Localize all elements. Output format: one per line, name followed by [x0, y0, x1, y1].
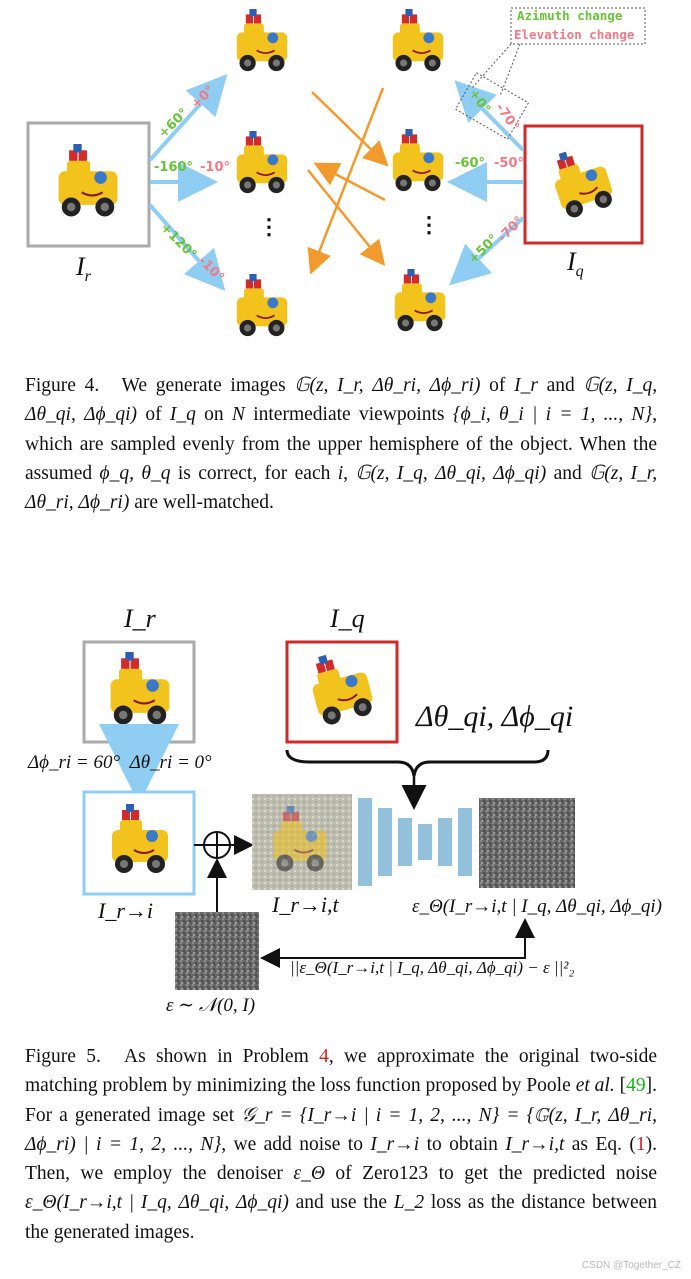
legend-azimuth: Azimuth change [517, 8, 623, 23]
f5-delta-q: Δθ_qi, Δϕ_qi [416, 700, 574, 733]
f5-rit-label: I_r→i,t [272, 892, 339, 917]
label-q-mid-el: -50° [494, 156, 524, 171]
problem-ref-link[interactable]: 4 [319, 1046, 329, 1067]
label-ref-mid-az: -160° [154, 160, 194, 175]
ref-label: Ir [76, 252, 91, 286]
gen-q-mid-image [391, 128, 445, 193]
legend-pointer-box [454, 72, 530, 140]
orange-arrow-4 [313, 162, 386, 202]
f5-query-title: I_q [330, 604, 365, 633]
gen-ref-mid-image [235, 130, 289, 195]
f5-delta-r: Δϕ_ri = 60° Δθ_ri = 0° [28, 752, 212, 773]
f5-noise-label: ε ∼ 𝒩(0, I) [166, 995, 256, 1016]
label-ref-mid-el: -10° [200, 160, 230, 175]
f5-ref-title: I_r [124, 604, 156, 633]
figure-5-caption: Figure 5. As shown in Problem 4, we appr… [25, 1046, 658, 1243]
watermark: CSDN @Together_CZ [581, 1260, 681, 1271]
gen-q-down-image [393, 268, 447, 333]
legend-box [510, 7, 646, 45]
f5-eps-out-label: ε_Θ(I_r→i,t | I_q, Δθ_qi, Δϕ_qi) [412, 896, 662, 917]
f5-ri-label: I_r→i [98, 898, 153, 923]
gen-ref-up-image [235, 8, 289, 72]
figure-4-caption: Figure 4. We generate images 𝔾(z, I_r, Δ… [25, 375, 658, 514]
orange-arrow-1 [311, 91, 389, 167]
gen-ref-down-image [235, 273, 289, 338]
citation-link[interactable]: 49 [626, 1075, 646, 1097]
legend-elevation: Elevation change [514, 27, 635, 42]
ellipsis-left: ⋮ [258, 214, 280, 239]
f5-noise-epsilon-image [175, 912, 259, 990]
query-label: Iq [567, 247, 584, 281]
ellipsis-right: ⋮ [418, 212, 440, 237]
arrow-ref-down [148, 203, 226, 292]
f5-loss-label: ||ε_Θ(I_r→i,t | I_q, Δθ_qi, Δϕ_qi) − ε |… [290, 958, 575, 977]
label-q-mid-az: -60° [455, 156, 485, 171]
figure-5-diagram [82, 640, 575, 990]
condition-brace [285, 749, 550, 777]
figure-4-diagram [26, 7, 646, 338]
f5-pred-noise-image [479, 798, 575, 888]
unet-bars [358, 798, 472, 886]
arrow-q-down [449, 216, 525, 286]
equation-ref-link[interactable]: 1 [635, 1133, 646, 1155]
arrow-q-up [454, 80, 525, 152]
gen-q-up-image [391, 8, 445, 72]
orange-arrow-2 [307, 87, 385, 275]
arrow-ref-up [148, 74, 228, 162]
